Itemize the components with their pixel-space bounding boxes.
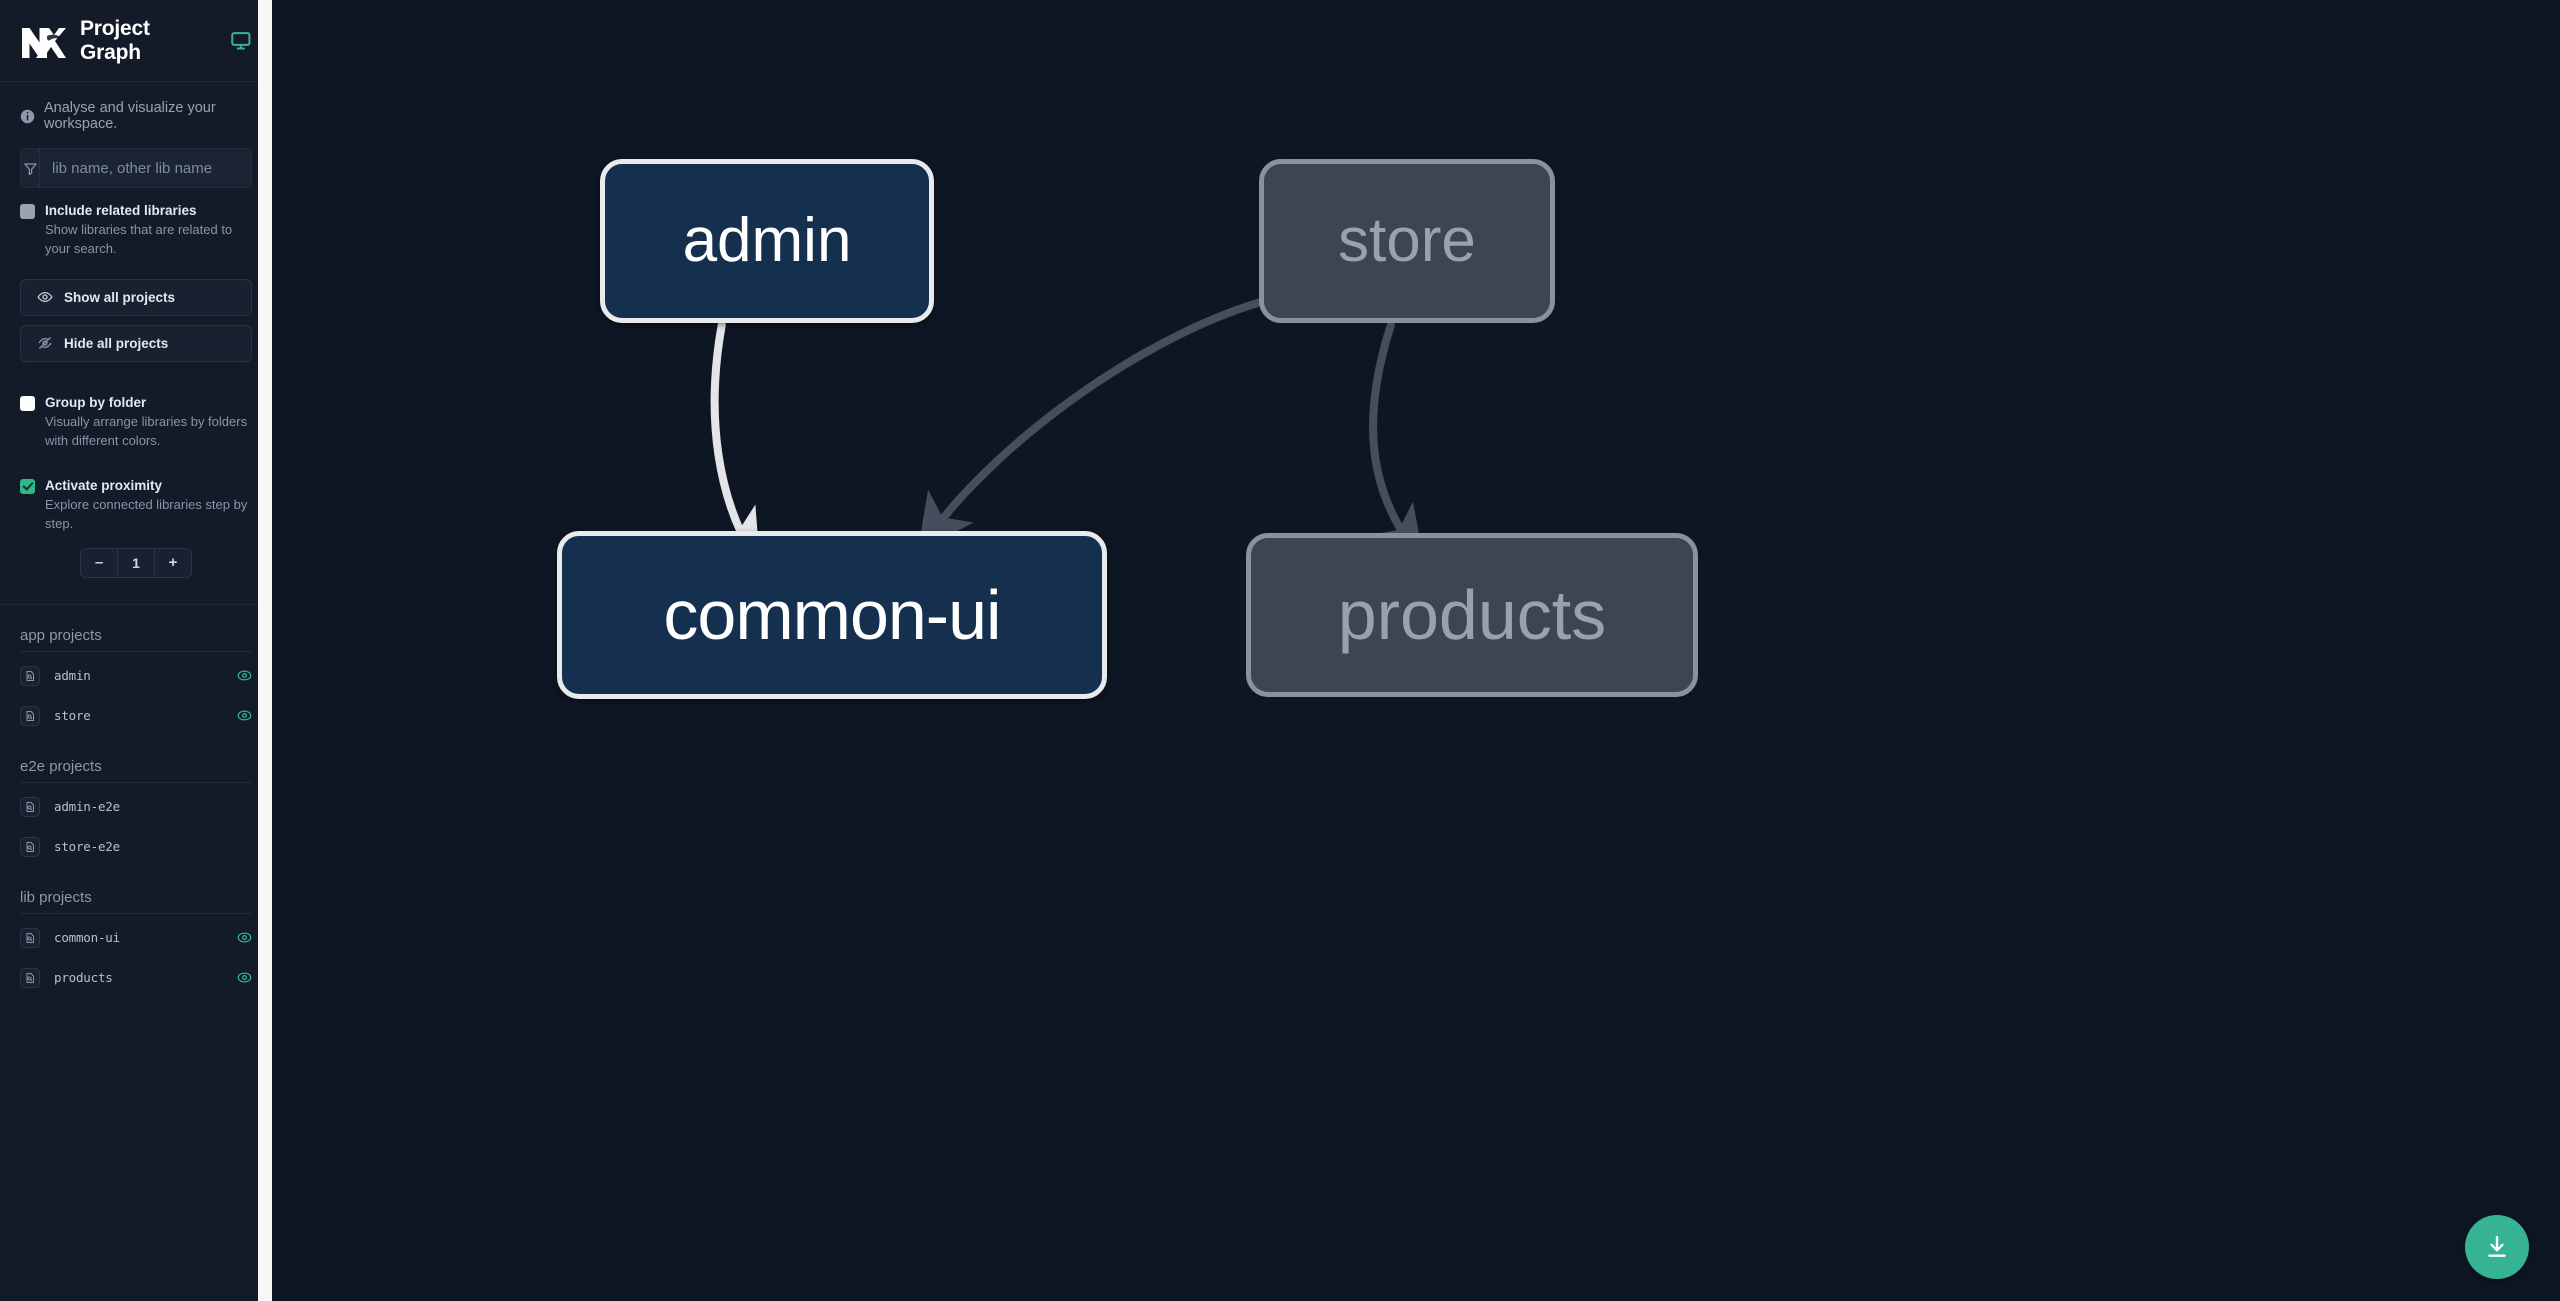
project-icon <box>20 927 40 948</box>
eye-icon <box>37 289 53 305</box>
edge-store-to-products <box>1368 321 1425 564</box>
proximity-increment-button[interactable]: + <box>168 554 178 572</box>
project-row-admin-e2e[interactable]: admin-e2e <box>20 787 252 827</box>
group-title: lib projects <box>20 867 252 914</box>
proximity-decrement-button[interactable]: – <box>81 548 118 577</box>
project-name: store-e2e <box>54 839 120 855</box>
eye-visible-icon[interactable] <box>237 708 252 723</box>
download-icon <box>2484 1234 2510 1260</box>
project-icon <box>20 665 40 686</box>
group-lib-projects: lib projects common-ui <box>0 867 272 998</box>
nx-logo <box>20 22 66 60</box>
graph-node-products[interactable]: products <box>1246 533 1698 697</box>
graph-canvas[interactable]: admin store common-ui products <box>272 0 2560 1301</box>
eye-visible-icon[interactable] <box>237 930 252 945</box>
project-row-common-ui[interactable]: common-ui <box>20 918 252 958</box>
eye-visible-icon[interactable] <box>237 970 252 985</box>
project-name: admin-e2e <box>54 799 120 815</box>
proximity-stepper[interactable]: – 1 + <box>80 547 192 578</box>
page-title: Project Graph <box>80 16 150 64</box>
checkbox-include-related-libraries[interactable] <box>20 204 35 219</box>
option-include-related-libraries[interactable]: Include related libraries Show libraries… <box>20 202 252 259</box>
sidebar-header: Project Graph <box>0 0 272 82</box>
edge-store-to-common-ui <box>917 296 1273 552</box>
eye-off-icon <box>37 335 53 351</box>
option-label: Group by folder <box>45 394 147 410</box>
graph-node-label: products <box>1337 576 1607 654</box>
info-icon <box>20 109 35 124</box>
project-icon <box>20 705 40 726</box>
option-description: Visually arrange libraries by folders wi… <box>45 414 248 448</box>
option-description: Show libraries that are related to your … <box>45 222 233 257</box>
tagline: Analyse and visualize your workspace. <box>0 82 272 148</box>
option-group-by-folder[interactable]: Group by folder Visually arrange librari… <box>20 394 252 451</box>
tagline-text: Analyse and visualize your workspace. <box>44 100 216 132</box>
hide-all-projects-label: Hide all projects <box>64 335 169 351</box>
sidebar: Project Graph Analyse and visualize your… <box>0 0 272 1301</box>
search-input[interactable] <box>40 149 251 187</box>
group-e2e-projects: e2e projects admin-e2e store-e2e <box>0 736 272 867</box>
proximity-value: 1 <box>118 548 155 577</box>
graph-node-label: common-ui <box>663 576 1001 654</box>
display-options: Group by folder Visually arrange librari… <box>20 384 252 578</box>
sidebar-divider <box>0 603 272 605</box>
option-label: Activate proximity <box>45 477 163 493</box>
project-name: products <box>54 970 113 986</box>
sidebar-controls: Include related libraries Show libraries… <box>0 148 272 578</box>
group-app-projects: app projects admin <box>0 605 272 736</box>
visibility-buttons: Show all projects Hide all projects <box>20 278 252 362</box>
monitor-icon[interactable] <box>230 30 252 52</box>
sidebar-scrollbar[interactable] <box>258 0 272 1301</box>
project-row-store-e2e[interactable]: store-e2e <box>20 827 252 867</box>
show-all-projects-label: Show all projects <box>64 289 176 305</box>
option-activate-proximity-group: Activate proximity Explore connected lib… <box>20 467 252 578</box>
project-icon <box>20 836 40 857</box>
download-graph-button[interactable] <box>2465 1215 2529 1279</box>
option-activate-proximity[interactable]: Activate proximity Explore connected lib… <box>20 477 252 534</box>
project-name: common-ui <box>54 930 120 946</box>
hide-all-projects-button[interactable]: Hide all projects <box>20 324 252 362</box>
graph-node-label: store <box>1338 206 1476 275</box>
project-icon <box>20 796 40 817</box>
group-title: e2e projects <box>20 736 252 783</box>
option-label: Include related libraries <box>45 203 197 218</box>
show-all-projects-button[interactable]: Show all projects <box>20 278 252 316</box>
graph-node-common-ui[interactable]: common-ui <box>557 531 1107 699</box>
search-field[interactable] <box>20 148 252 188</box>
funnel-icon <box>23 161 38 176</box>
checkbox-group-by-folder[interactable] <box>20 395 35 411</box>
project-row-store[interactable]: store <box>20 696 252 736</box>
project-icon <box>20 967 40 988</box>
project-name: store <box>54 708 91 724</box>
graph-node-store[interactable]: store <box>1259 159 1555 323</box>
project-row-admin[interactable]: admin <box>20 656 252 696</box>
checkbox-activate-proximity[interactable] <box>20 478 35 494</box>
option-description: Explore connected libraries step by step… <box>45 497 248 531</box>
graph-node-label: admin <box>682 206 852 275</box>
group-title: app projects <box>20 605 252 652</box>
project-name: admin <box>54 668 91 684</box>
project-row-products[interactable]: products <box>20 958 252 998</box>
filter-icon-box <box>21 149 40 187</box>
eye-visible-icon[interactable] <box>237 668 252 683</box>
graph-node-admin[interactable]: admin <box>600 159 934 323</box>
edge-admin-to-common-ui <box>707 321 761 568</box>
